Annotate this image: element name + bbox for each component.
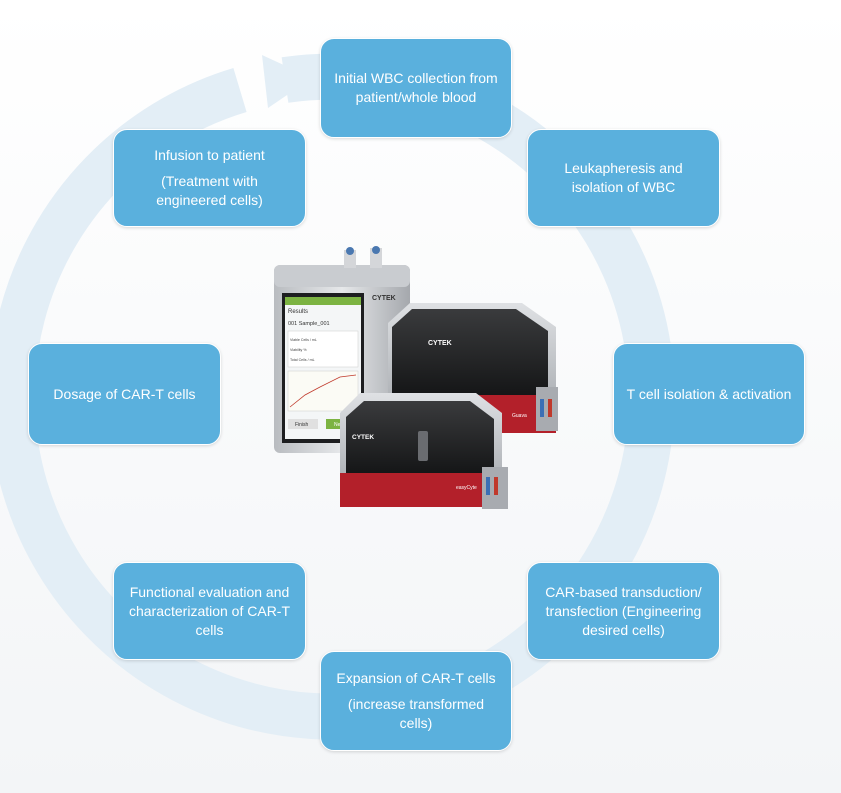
- step-subtext: (increase transformed cells): [348, 695, 484, 733]
- step-line: Expansion of CAR-T cells: [336, 670, 496, 686]
- step-line: cells: [195, 621, 224, 638]
- step-line: T cell isolation & activation: [626, 385, 792, 402]
- model-label: easyCyte: [456, 485, 477, 491]
- step-line: (Treatment with: [161, 173, 258, 189]
- step-line: Infusion to patient: [154, 147, 265, 163]
- step-line: engineered cells): [156, 192, 263, 208]
- brand-label: CYTEK: [372, 295, 396, 302]
- step-line: (increase transformed: [347, 696, 485, 712]
- flow-cytometer-instruments-image: Results 001 Sample_001 Viable Cells / mL…: [274, 246, 558, 509]
- brand-label: CYTEK: [428, 340, 452, 347]
- model-label: Guava: [512, 413, 527, 419]
- step-functional-evaluation: Functional evaluation and characterizati…: [113, 562, 306, 660]
- step-line: cells): [399, 715, 433, 731]
- screen-button-finish: Finish: [295, 422, 309, 428]
- step-line: Functional evaluation and: [129, 583, 290, 600]
- step-car-transduction: CAR-based transduction/ transfection (En…: [527, 562, 720, 660]
- step-line: Dosage of CAR-T cells: [53, 385, 196, 402]
- step-line: desired cells): [582, 621, 665, 638]
- brand-label: CYTEK: [352, 434, 374, 441]
- touchscreen-instrument: Results 001 Sample_001 Viable Cells / mL…: [274, 246, 410, 453]
- screen-row: Total Cells / mL: [290, 358, 315, 362]
- step-leukapheresis: Leukapheresis and isolation of WBC: [527, 129, 720, 227]
- step-line: transfection (Engineering: [545, 602, 702, 619]
- step-line: Leukapheresis and: [564, 160, 683, 176]
- step-line: Initial WBC collection from: [334, 70, 498, 86]
- step-line: patient/whole blood: [355, 89, 477, 105]
- step-line: CAR-based transduction/: [545, 583, 702, 600]
- step-tcell-isolation: T cell isolation & activation: [613, 343, 805, 445]
- step-wbc-collection: Initial WBC collection from patient/whol…: [320, 38, 512, 138]
- step-line: characterization of CAR-T: [128, 602, 291, 619]
- step-dosage: Dosage of CAR-T cells: [28, 343, 221, 445]
- screen-sample: 001 Sample_001: [288, 321, 330, 327]
- cycle-arrow-head: [262, 55, 312, 108]
- screen-tab: Results: [288, 309, 308, 315]
- benchtop-instrument-small: CYTEK easyCyte: [340, 393, 508, 509]
- step-expansion: Expansion of CAR-T cells (increase trans…: [320, 651, 512, 751]
- screen-row: Viability %: [290, 348, 307, 352]
- step-line: isolation of WBC: [571, 179, 676, 195]
- step-infusion: Infusion to patient (Treatment with engi…: [113, 129, 306, 227]
- step-subtext: (Treatment with engineered cells): [156, 172, 263, 210]
- screen-button-next: Next: [334, 422, 345, 428]
- screen-row: Viable Cells / mL: [290, 338, 317, 342]
